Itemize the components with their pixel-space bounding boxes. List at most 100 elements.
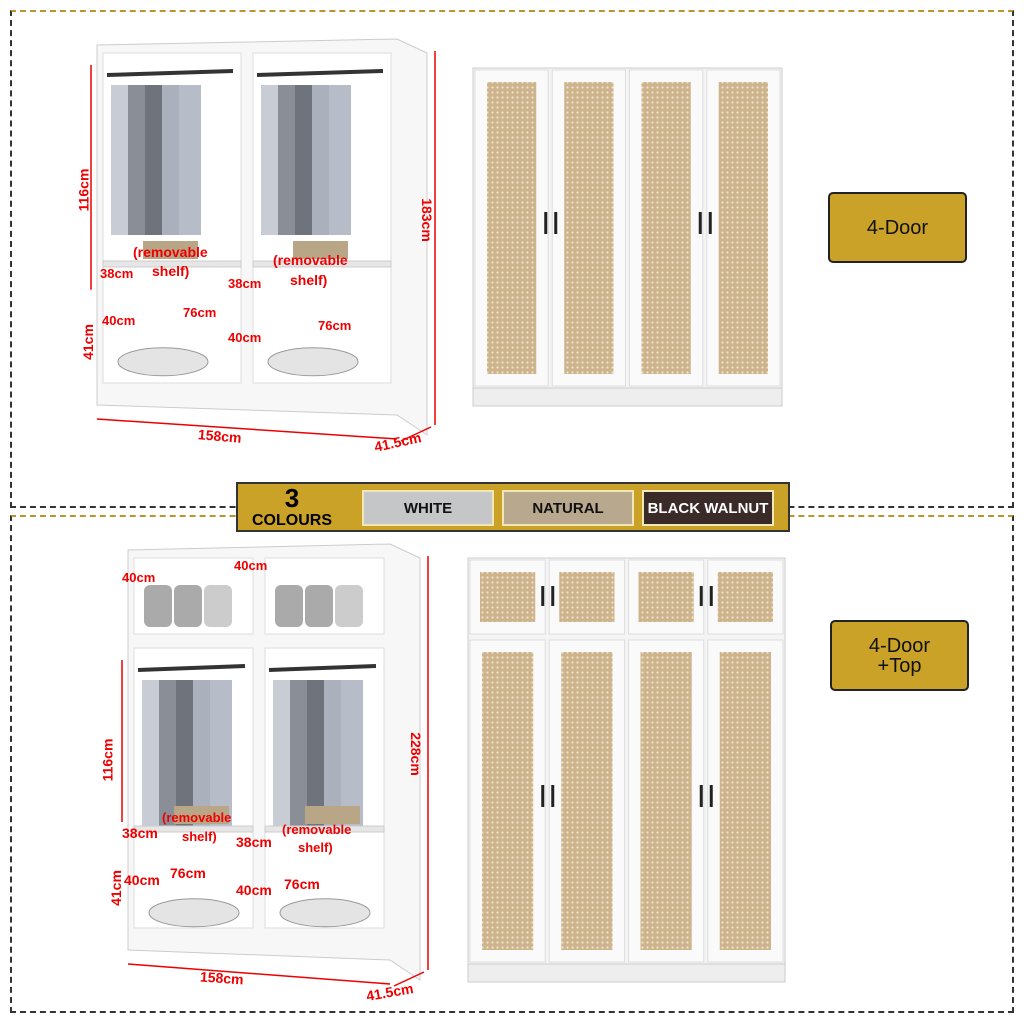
dim-width: 158cm — [199, 968, 245, 988]
swatch-black-walnut[interactable]: BLACK WALNUT — [642, 490, 774, 526]
rattan-panel — [559, 572, 615, 622]
hanging-shirt — [341, 680, 363, 830]
shelf-note: shelf) — [152, 263, 190, 279]
hanging-shirt — [210, 680, 232, 830]
dim-shelf-depth: 38cm — [100, 266, 134, 281]
hanging-shirt — [193, 680, 215, 830]
storage-item — [305, 585, 333, 627]
hanging-shirt — [142, 680, 164, 830]
variant-label-text: 4-Door — [866, 216, 929, 239]
variant-label-4-door: 4-Door — [828, 192, 967, 263]
rattan-panel — [717, 572, 773, 622]
hanging-rail — [256, 69, 384, 77]
dim-top-depth: 40cm — [234, 558, 268, 573]
shelf-note: shelf) — [290, 272, 328, 288]
shelf — [133, 825, 254, 833]
plinth — [467, 963, 786, 983]
hanging-shirt — [312, 85, 334, 235]
storage-item — [204, 585, 232, 627]
swatch-white[interactable]: WHITE — [362, 490, 494, 526]
dim-total-height: 183cm — [418, 198, 435, 242]
hanging-shirt — [145, 85, 167, 235]
dim-low-depth: 40cm — [102, 313, 136, 328]
door-handle — [551, 785, 555, 807]
dim-hang-height: 116cm — [75, 168, 92, 212]
dim-shelf-depth: 38cm — [236, 834, 272, 850]
door-handle — [554, 212, 558, 234]
shelf — [252, 260, 392, 268]
rattan-panel — [487, 82, 537, 374]
storage-item — [174, 585, 202, 627]
dimension-line — [127, 963, 391, 985]
swatch-natural[interactable]: NATURAL — [502, 490, 634, 526]
dimension-line — [393, 971, 425, 987]
door-handle — [698, 212, 702, 234]
plush-toy — [279, 898, 371, 928]
storage-box — [174, 806, 229, 824]
storage-item — [144, 585, 172, 627]
door-handle — [541, 586, 545, 606]
dim-low-depth: 40cm — [228, 330, 262, 345]
colour-options-band: 3 COLOURS WHITE NATURAL BLACK WALNUT — [236, 482, 790, 532]
dim-shelf-width: 76cm — [284, 876, 320, 892]
dim-low-height: 41cm — [107, 870, 124, 906]
plinth — [472, 387, 783, 407]
door-handle — [709, 785, 713, 807]
shelf — [264, 825, 385, 833]
dim-shelf-width: 76cm — [318, 318, 352, 333]
colour-label: COLOURS — [252, 512, 332, 529]
hanging-shirt — [179, 85, 201, 235]
dimension-line — [96, 418, 398, 440]
storage-box — [143, 241, 198, 259]
rattan-panel — [719, 652, 771, 950]
door-handle — [709, 586, 713, 606]
storage-item — [335, 585, 363, 627]
dim-low-depth: 40cm — [124, 872, 160, 888]
hanging-shirt — [307, 680, 329, 830]
variant-label-text: 4-Door — [868, 634, 931, 657]
hanging-shirt — [290, 680, 312, 830]
hanging-shirt — [111, 85, 133, 235]
shelf — [102, 260, 242, 268]
shelf-note: shelf) — [298, 840, 333, 855]
dim-shelf-width: 76cm — [183, 305, 217, 320]
shelf-note: shelf) — [182, 829, 217, 844]
rattan-panel — [564, 82, 614, 374]
variant-label-text: +Top — [877, 654, 922, 677]
dim-top-depth: 40cm — [122, 570, 156, 585]
storage-box — [305, 806, 360, 824]
rattan-panel — [718, 82, 768, 374]
storage-item — [275, 585, 303, 627]
colour-count: 3 — [284, 483, 300, 513]
shelf-note: (removable — [162, 810, 232, 825]
rattan-panel — [638, 572, 694, 622]
dim-shelf-depth: 38cm — [122, 825, 158, 841]
door-handle — [699, 586, 703, 606]
hanging-rail — [106, 69, 234, 77]
rattan-panel — [561, 652, 613, 950]
hanging-shirt — [324, 680, 346, 830]
door-handle — [544, 212, 548, 234]
hanging-shirt — [162, 85, 184, 235]
rattan-panel — [482, 652, 534, 950]
hanging-rail — [268, 664, 377, 672]
hanging-shirt — [295, 85, 317, 235]
storage-box — [293, 241, 348, 259]
rattan-panel — [640, 652, 692, 950]
rattan-panel — [480, 572, 536, 622]
hanging-shirt — [329, 85, 351, 235]
plush-toy — [267, 347, 359, 377]
dim-low-height: 41cm — [79, 324, 96, 360]
hanging-shirt — [278, 85, 300, 235]
plush-toy — [148, 898, 240, 928]
dimension-line — [400, 426, 432, 442]
dim-shelf-width: 76cm — [170, 865, 206, 881]
shelf-note: (removable — [282, 822, 352, 837]
hanging-shirt — [273, 680, 295, 830]
hanging-shirt — [128, 85, 150, 235]
hanging-rail — [137, 664, 246, 672]
shelf-note: (removable — [273, 252, 348, 268]
hanging-shirt — [176, 680, 198, 830]
plush-toy — [117, 347, 209, 377]
